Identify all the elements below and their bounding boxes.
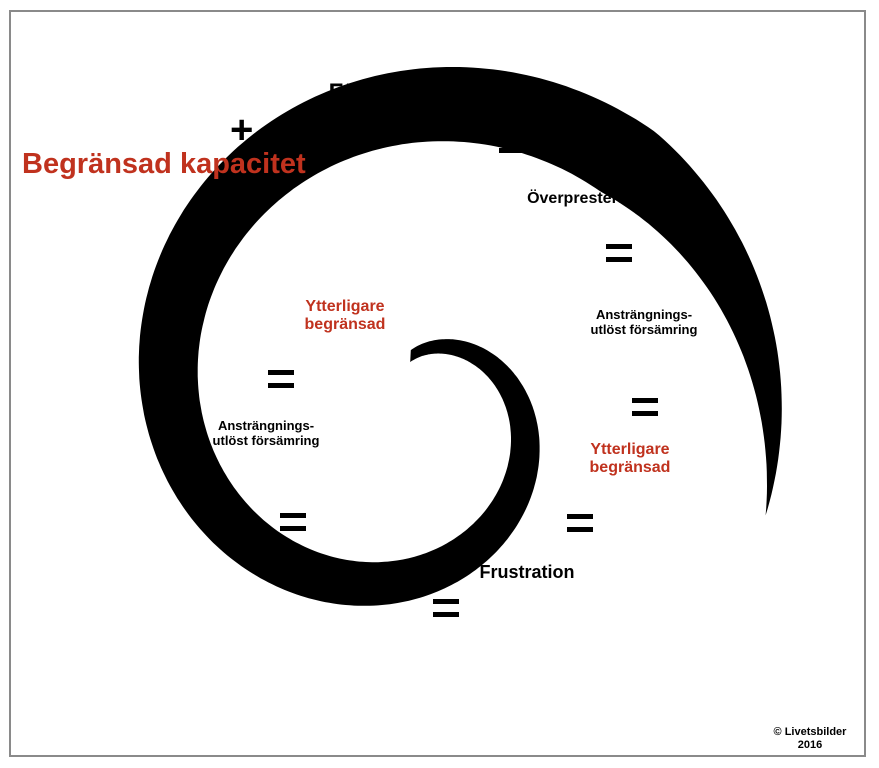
label-for-hoga-forvantningar: För höga förväntningar [302, 79, 458, 133]
equals-sign-4 [567, 514, 593, 532]
label-frustration: Frustration [479, 562, 575, 582]
equals-sign-2 [606, 244, 632, 262]
equals-sign-7 [268, 370, 294, 388]
label-ytterligare-begransad-2: Ytterligare begränsad [589, 441, 671, 476]
label-overpresterar-1: Överpresterar [527, 190, 633, 207]
equals-sign-5 [433, 599, 459, 617]
label-anstrangning-2: Ansträngnings- utlöst försämring [212, 418, 320, 448]
plus-sign: + [230, 108, 254, 152]
equals-sign-6 [280, 513, 306, 531]
copyright-text: © Livetsbilder 2016 [773, 726, 847, 751]
spiral-shape [138, 67, 782, 606]
label-overpresterar-2: Överpresterar [290, 562, 410, 582]
label-anstrangning-1: Ansträngnings- utlöst försämring [590, 307, 698, 337]
label-ytterligare-begransad-1: Ytterligare begränsad [304, 298, 386, 333]
equals-sign-1 [499, 135, 525, 153]
equals-sign-3 [632, 398, 658, 416]
label-begransad-kapacitet: Begränsad kapacitet [22, 148, 306, 180]
